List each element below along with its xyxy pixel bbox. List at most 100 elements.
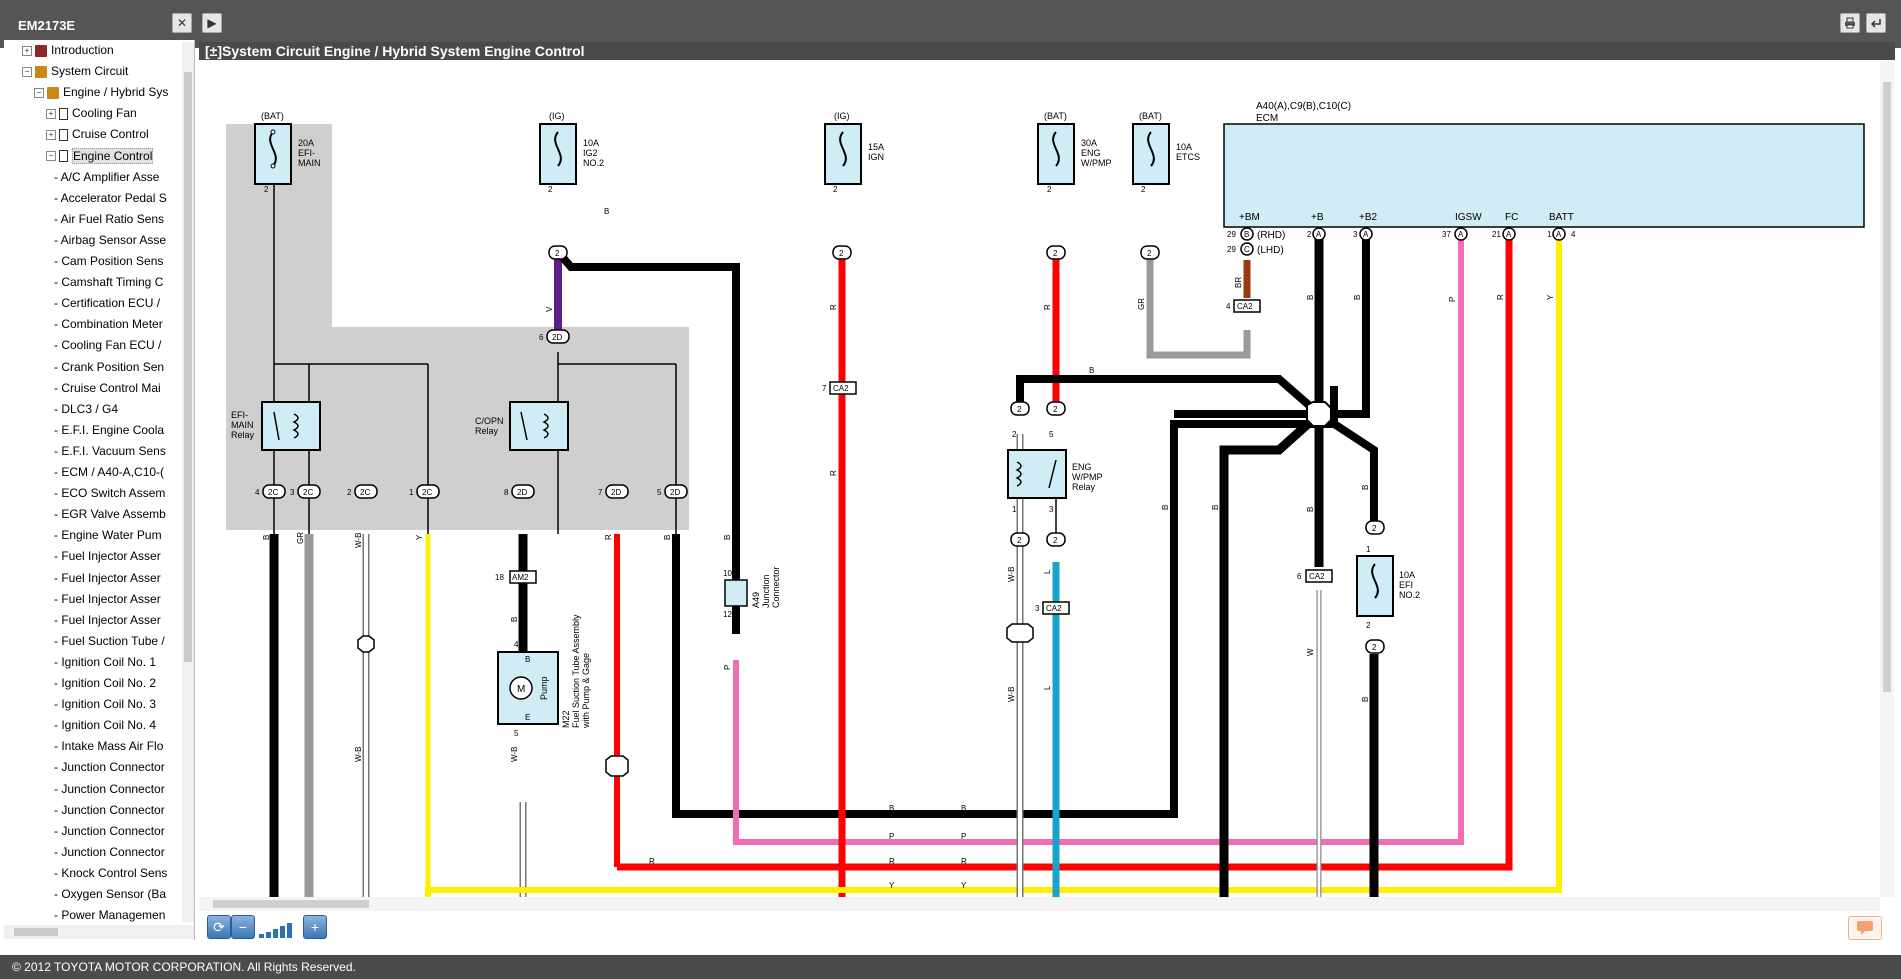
zoom-in-icon: + <box>310 919 320 935</box>
pin-2-e: 2 <box>1141 185 1146 194</box>
tree-item[interactable]: - Junction Connector <box>54 779 165 800</box>
tree-item-label: - Power Managemen <box>54 908 166 923</box>
tree-hscroll-thumb[interactable] <box>14 928 58 936</box>
tree-item[interactable]: - Junction Connector <box>54 842 165 863</box>
tree-item[interactable]: - Junction Connector <box>54 800 165 821</box>
tree-item[interactable]: −System Circuit <box>22 61 128 82</box>
pin-4-c: 4 <box>514 640 519 649</box>
tree-item[interactable]: - Crank Position Sen <box>54 357 164 378</box>
tree-item[interactable]: - Ignition Coil No. 4 <box>54 715 156 736</box>
close-panel-button[interactable]: ✕ <box>172 13 192 33</box>
tree-item[interactable]: −Engine / Hybrid Sys <box>34 82 168 103</box>
tree-item[interactable]: - Combination Meter <box>54 314 163 335</box>
tree-item[interactable]: +Introduction <box>22 40 114 61</box>
navigation-tree: +Introduction−System Circuit−Engine / Hy… <box>4 40 195 940</box>
exit-button[interactable] <box>1866 13 1886 33</box>
printer-icon <box>1845 17 1855 29</box>
eng-relay-l3: Relay <box>1072 482 1096 492</box>
tree-item[interactable]: - Knock Control Sens <box>54 863 167 884</box>
tree-item[interactable]: - Fuel Injector Asser <box>54 546 161 567</box>
collapse-icon[interactable]: − <box>22 66 32 77</box>
tree-scroll-thumb[interactable] <box>184 72 192 662</box>
pin-7-a: 7 <box>598 488 603 497</box>
tree-item-label: - Ignition Coil No. 3 <box>54 697 157 712</box>
fuse-6-name2: NO.2 <box>1399 590 1420 600</box>
wire-r-1: R <box>604 534 613 540</box>
top-toolbar: EM2173E ✕ ▶ <box>0 0 1901 48</box>
pin-3-c: 3 <box>1035 604 1040 613</box>
pin-5-c: 5 <box>514 729 519 738</box>
tree-item[interactable]: - Engine Water Pum <box>54 525 162 546</box>
diagram-hscroll-thumb[interactable] <box>213 900 369 908</box>
tree-item[interactable]: - Fuel Injector Asser <box>54 610 161 631</box>
tree-item[interactable]: - Power Managemen <box>54 905 165 926</box>
tree-item[interactable]: - Airbag Sensor Asse <box>54 230 166 251</box>
tree-item[interactable]: - Junction Connector <box>54 757 165 778</box>
expand-icon[interactable]: + <box>46 109 56 120</box>
tree-item[interactable]: - Ignition Coil No. 3 <box>54 694 156 715</box>
tree-horizontal-scrollbar[interactable] <box>4 925 194 939</box>
collapse-icon[interactable]: − <box>46 151 56 162</box>
print-button[interactable] <box>1840 13 1860 33</box>
zoom-in-button[interactable]: + <box>303 915 327 939</box>
fuse-ig2-no2: (IG) 10A IG2 NO.2 <box>539 111 604 185</box>
wire-r-8: R <box>961 857 967 866</box>
c2-b: 2 <box>839 249 844 258</box>
reset-view-button[interactable]: ⟳ <box>207 915 231 939</box>
wire-gr-1: GR <box>296 532 305 544</box>
efi-relay-l1: EFI- <box>231 410 248 420</box>
tree-item-label: - Crank Position Sen <box>54 359 165 374</box>
tree-item[interactable]: - Cruise Control Mai <box>54 378 161 399</box>
tree-item[interactable]: - Camshaft Timing C <box>54 272 163 293</box>
tree-item[interactable]: - Fuel Suction Tube / <box>54 631 165 652</box>
zoom-out-icon: − <box>238 919 248 935</box>
tree-item[interactable]: - Ignition Coil No. 1 <box>54 652 156 673</box>
ecm-num-29a: 29 <box>1227 230 1236 239</box>
tree-item[interactable]: - ECO Switch Assem <box>54 483 165 504</box>
tree-item-label: - Cruise Control Mai <box>54 380 161 395</box>
tree-item[interactable]: - DLC3 / G4 <box>54 399 118 420</box>
tree-item[interactable]: - E.F.I. Engine Coola <box>54 420 164 441</box>
expand-panel-button[interactable]: ▶ <box>202 13 222 33</box>
tree-item[interactable]: - E.F.I. Vacuum Sens <box>54 441 166 462</box>
tree-item[interactable]: - Cam Position Sens <box>54 251 163 272</box>
tree-item[interactable]: - Oxygen Sensor (Ba <box>54 884 166 905</box>
tree-item-label: - Junction Connector <box>54 823 165 838</box>
tree-item[interactable]: −Engine Control <box>46 146 154 167</box>
tree-vertical-scrollbar[interactable] <box>182 42 194 922</box>
tree-item[interactable]: - Intake Mass Air Flo <box>54 736 163 757</box>
comment-button[interactable] <box>1848 916 1882 940</box>
ecm-pin-b2: +B2 <box>1359 212 1378 223</box>
tree-item[interactable]: +Cooling Fan <box>46 103 137 124</box>
tree-item[interactable]: - Fuel Injector Asser <box>54 589 161 610</box>
fuse-1-rating: 20A <box>298 138 314 148</box>
tree-item[interactable]: - Air Fuel Ratio Sens <box>54 209 164 230</box>
copyright-footer: © 2012 TOYOTA MOTOR CORPORATION. All Rig… <box>0 955 1901 979</box>
expand-icon[interactable]: + <box>22 45 32 56</box>
tree-item[interactable]: - A/C Amplifier Asse <box>54 167 159 188</box>
tree-item[interactable]: - ECM / A40-A,C10-( <box>54 462 164 483</box>
tree-item[interactable]: - Ignition Coil No. 2 <box>54 673 156 694</box>
tree-item-label: - Certification ECU / <box>54 296 161 311</box>
diagram-horizontal-scrollbar[interactable] <box>199 897 1880 911</box>
tree-item[interactable]: - Junction Connector <box>54 821 165 842</box>
collapse-icon[interactable]: − <box>34 88 44 99</box>
tree-item[interactable]: - Certification ECU / <box>54 293 160 314</box>
zoom-level-indicator[interactable] <box>259 920 299 938</box>
diagram-vscroll-thumb[interactable] <box>1883 82 1891 692</box>
expand-icon[interactable]: + <box>46 130 56 141</box>
fuel-pump-assembly: M Pump B E M22 Fuel Suction Tube Assembl… <box>497 614 591 729</box>
tree-item[interactable]: - Fuel Injector Asser <box>54 568 161 589</box>
wire-p-2: P <box>1448 297 1457 302</box>
wire-b-3: B <box>604 207 609 216</box>
zoom-out-button[interactable]: − <box>231 915 255 939</box>
diagram-vertical-scrollbar[interactable] <box>1880 62 1894 897</box>
tree-item[interactable]: +Cruise Control <box>46 124 149 145</box>
wire-y-3: Y <box>889 881 895 890</box>
connector-2-group <box>548 245 1385 654</box>
tree-item[interactable]: - EGR Valve Assemb <box>54 504 166 525</box>
tree-item-label: - Cooling Fan ECU / <box>54 338 162 353</box>
tree-item[interactable]: - Cooling Fan ECU / <box>54 335 161 356</box>
tree-item[interactable]: - Accelerator Pedal S <box>54 188 167 209</box>
pin-6-b: 6 <box>1297 572 1302 581</box>
